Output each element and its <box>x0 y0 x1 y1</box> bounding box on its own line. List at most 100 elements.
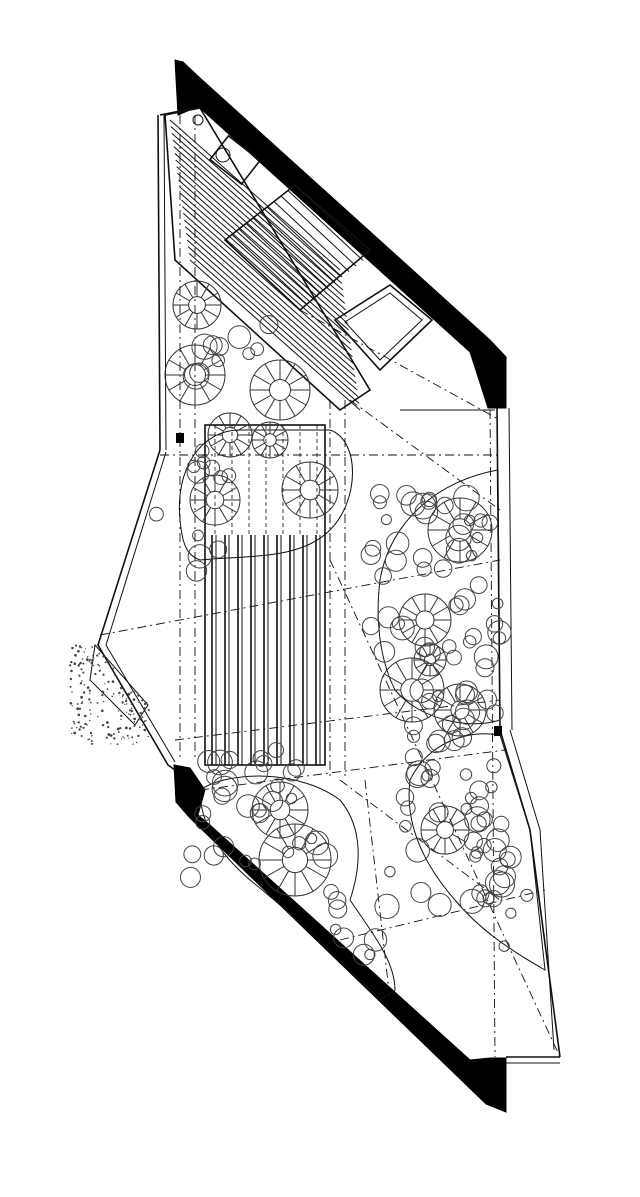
gravel-dot <box>111 695 113 698</box>
shrub <box>194 443 210 459</box>
tree <box>251 421 289 459</box>
deck-board <box>169 119 341 271</box>
stair <box>192 114 372 312</box>
stair-tread <box>259 212 336 283</box>
gravel-dot <box>107 725 110 729</box>
deck-board <box>180 192 351 344</box>
shrub <box>414 500 439 525</box>
shrub <box>455 684 475 705</box>
stair-tread <box>245 223 322 294</box>
gravel-dot <box>70 660 73 664</box>
gravel-dot <box>82 662 85 665</box>
gravel-dot <box>130 709 134 713</box>
gravel-dot <box>80 702 83 705</box>
grid-line <box>349 399 501 511</box>
shrub <box>405 763 430 789</box>
gravel-dot <box>106 659 109 662</box>
shrub <box>373 641 396 663</box>
gravel-dot <box>120 738 123 740</box>
gravel-dot <box>141 716 144 718</box>
gravel-dot <box>132 698 136 701</box>
gravel-dot <box>120 686 123 690</box>
gravel-dot <box>143 720 146 723</box>
gravel-dot <box>82 726 85 729</box>
tree <box>281 461 339 519</box>
tree <box>172 280 222 330</box>
shrub <box>187 544 213 569</box>
shrub <box>262 790 284 812</box>
gravel-dot <box>79 725 82 728</box>
gravel-dot <box>128 713 130 715</box>
shrub <box>485 615 504 633</box>
shrub <box>482 838 507 862</box>
shrub <box>333 927 355 949</box>
gravel-dot <box>125 697 128 700</box>
shrub <box>377 606 400 629</box>
gravel-dot <box>90 661 94 665</box>
gravel-dot <box>93 664 95 667</box>
gravel-dot <box>130 691 133 694</box>
tree <box>207 412 253 458</box>
gravel-dot <box>143 702 147 706</box>
tree <box>251 781 309 839</box>
shrub <box>304 830 330 856</box>
gravel-dot <box>71 691 73 693</box>
shrub <box>242 347 256 361</box>
stair-tread <box>252 217 329 289</box>
gravel-dot <box>102 673 105 676</box>
gravel-dot <box>127 692 131 696</box>
gravel-dot <box>122 736 124 738</box>
gravel-dot <box>69 685 72 688</box>
shrub <box>449 595 470 616</box>
gravel-dot <box>113 737 116 740</box>
shrub <box>239 854 252 868</box>
shrub <box>255 755 273 773</box>
shrub <box>446 649 462 666</box>
shrub <box>180 866 201 888</box>
gravel-dot <box>80 695 83 699</box>
gravel-dot <box>132 743 134 745</box>
shrub <box>374 893 400 920</box>
shrub <box>453 588 476 611</box>
gravel-dot <box>139 718 142 721</box>
shrub <box>452 513 475 535</box>
shrub <box>424 759 441 776</box>
shrub <box>395 788 415 807</box>
gravel-dot <box>121 696 124 698</box>
shrub <box>445 524 472 552</box>
deck-board <box>174 152 346 304</box>
gravel-dot <box>81 680 83 682</box>
gravel-dot <box>83 684 86 686</box>
shrub <box>498 845 522 869</box>
gravel-dot <box>97 715 99 718</box>
gravel-dot <box>71 705 73 707</box>
gravel-dot <box>90 742 93 745</box>
shrub <box>404 748 423 767</box>
gravel-dot <box>113 673 117 676</box>
gravel-dot <box>101 690 105 694</box>
gravel-dot <box>133 721 136 723</box>
tree <box>413 643 447 677</box>
shrub <box>207 749 233 776</box>
gravel-dot <box>106 721 109 724</box>
shrub <box>436 496 454 515</box>
gravel-dot <box>143 728 147 732</box>
shrub <box>448 597 464 613</box>
gravel-dot <box>91 735 93 737</box>
deck-board <box>184 226 356 378</box>
gravel-dot <box>73 722 76 725</box>
shrub <box>463 831 483 851</box>
boundary-walls <box>173 59 507 1113</box>
grid-line <box>339 779 501 901</box>
gravel-dot <box>107 680 110 684</box>
shrub <box>250 342 265 357</box>
deck-board <box>186 239 358 391</box>
shrub <box>412 548 433 568</box>
deck-board <box>173 146 345 298</box>
gravel-dot <box>73 662 77 665</box>
gravel-dot <box>147 735 149 738</box>
shrub <box>486 828 510 853</box>
gravel-dot <box>77 713 81 717</box>
stair-tread <box>280 195 357 267</box>
gravel-dot <box>69 664 72 667</box>
